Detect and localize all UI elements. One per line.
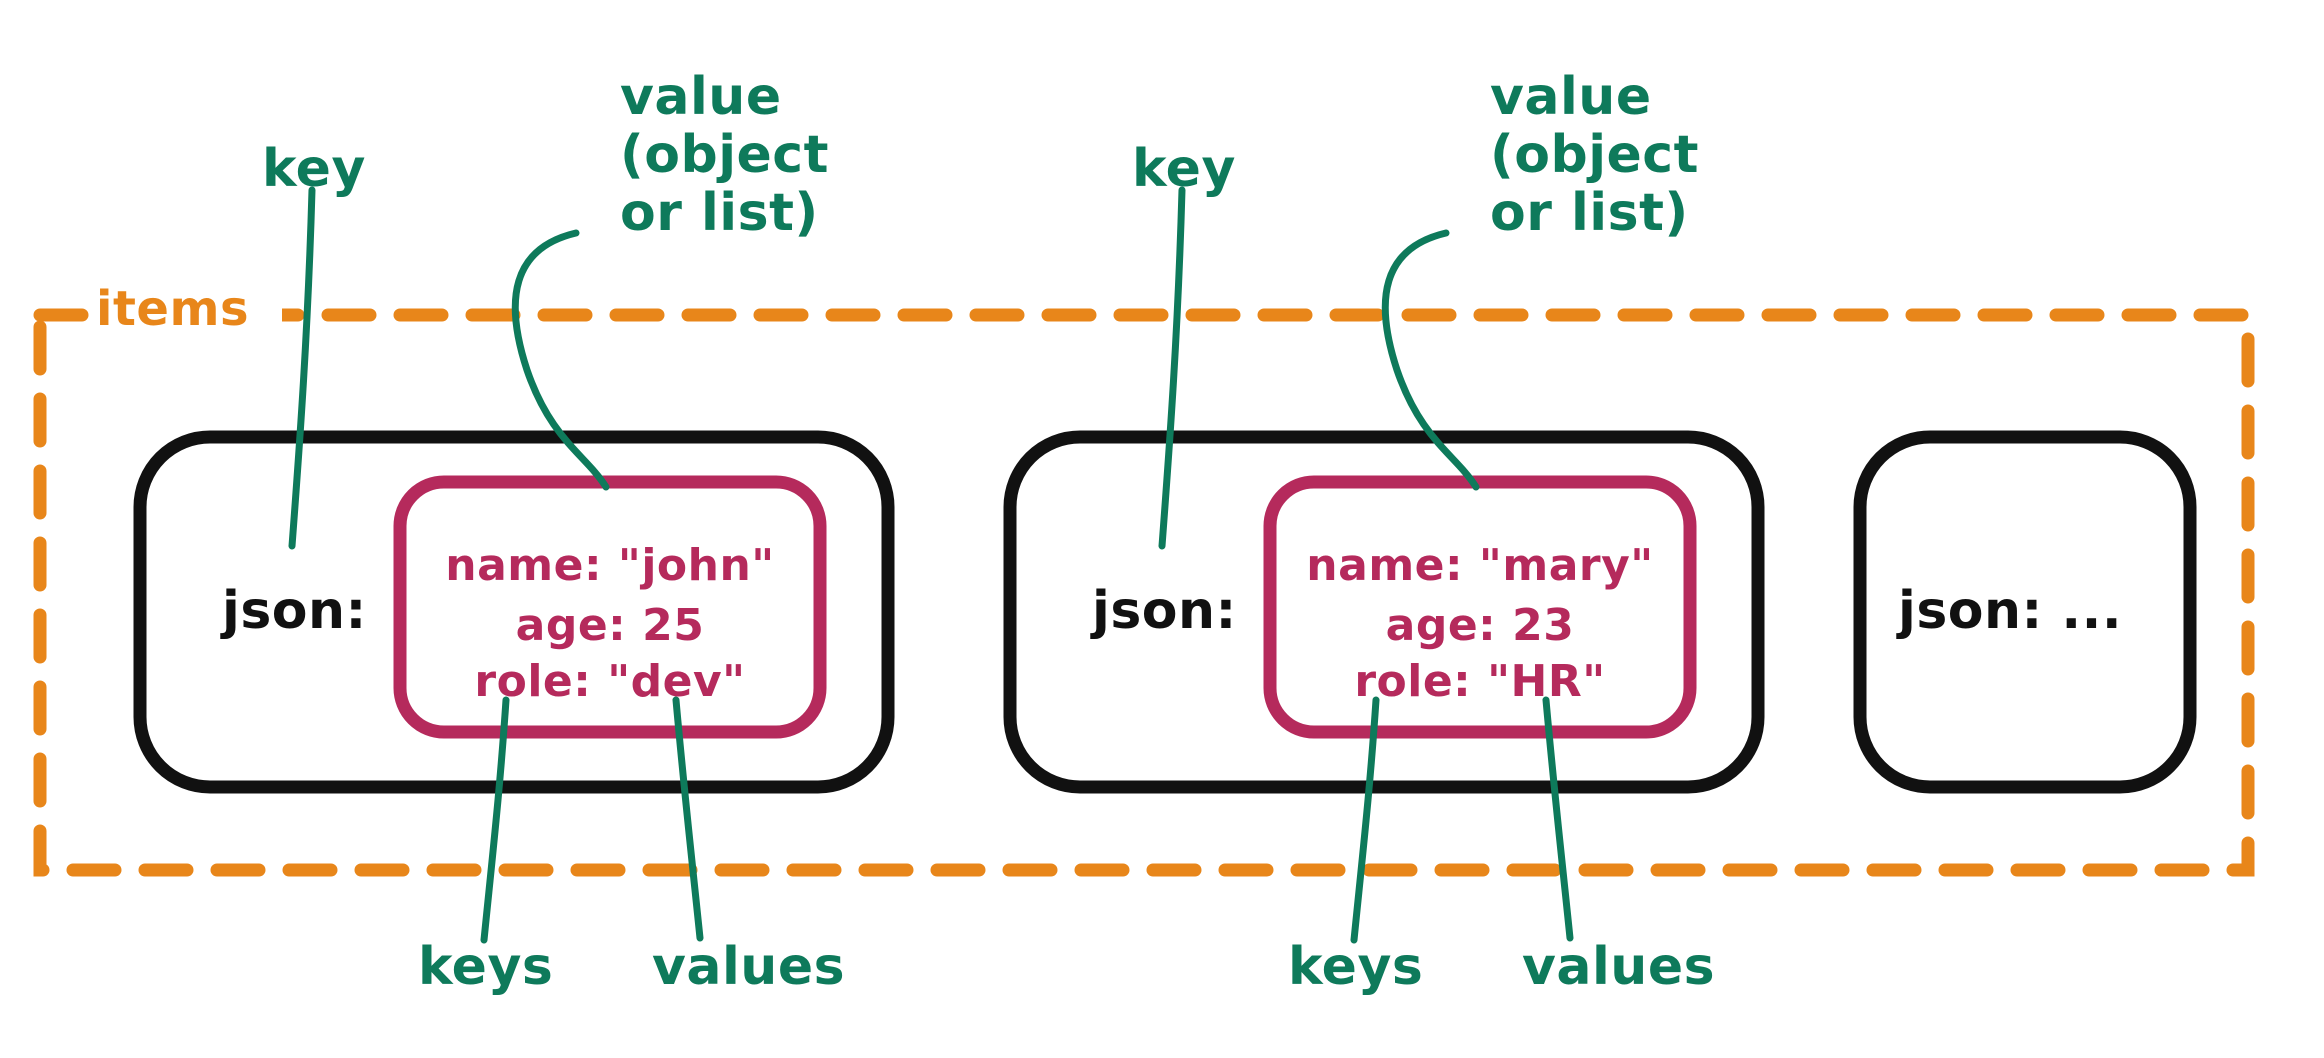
annotation-key-2: key [1132, 139, 1236, 199]
card-3-outline [1853, 430, 2197, 794]
card-2-key-label: json: [1092, 581, 1237, 641]
card-1-value-line-1: name: "john" [445, 540, 775, 591]
leader-value-card-1 [511, 229, 610, 491]
card-2-value-box-outline [1263, 475, 1697, 739]
annotation-values-1: values [652, 937, 846, 997]
card-2-value-line-2: age: 23 [1385, 600, 1575, 651]
leader-values-card-2 [1542, 696, 1574, 942]
annotation-value-2: value (object or list) [1490, 67, 1699, 244]
items-label-backdrop [92, 282, 282, 344]
leader-key-card-1 [288, 186, 316, 550]
card-1-value-line-3: role: "dev" [474, 656, 746, 707]
leader-keys-card-1 [480, 696, 510, 944]
leader-values-card-1 [672, 696, 704, 942]
annotation-keys-1: keys [418, 937, 554, 997]
items-container-label: items [96, 281, 250, 337]
card-2-value-line-1: name: "mary" [1306, 540, 1654, 591]
annotation-keys-2: keys [1288, 937, 1424, 997]
leader-value-card-2 [1381, 229, 1480, 491]
card-1-value-line-2: age: 25 [515, 600, 705, 651]
annotation-values-2: values [1522, 937, 1716, 997]
annotation-value-1: value (object or list) [620, 67, 829, 244]
items-container-border [33, 308, 2255, 877]
card-3-key-label: json: ... [1898, 581, 2123, 641]
card-2-value-line-3: role: "HR" [1354, 656, 1606, 707]
card-1-value-box-outline [393, 475, 827, 739]
annotation-key-1: key [262, 139, 366, 199]
leader-keys-card-2 [1350, 696, 1380, 944]
leader-key-card-2 [1158, 186, 1186, 550]
card-1-key-label: json: [222, 581, 367, 641]
